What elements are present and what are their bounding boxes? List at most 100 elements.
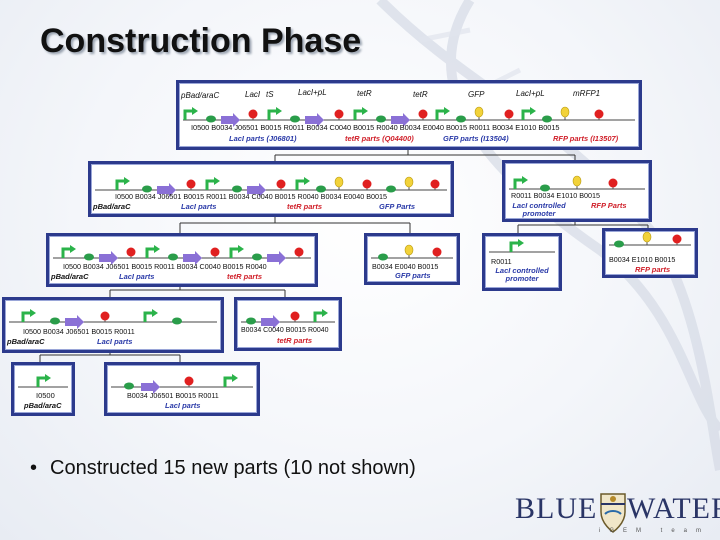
coding-sequence-icon <box>391 113 410 127</box>
row3-d-box: B0034 E1010 B0015 RFP parts <box>602 228 698 278</box>
top-header-4: tetR <box>357 89 372 98</box>
rbs-icon <box>378 253 388 261</box>
terminator-icon <box>210 247 220 257</box>
bluewater-logo: BLUE WATER iGEM team <box>515 490 720 538</box>
promoter-icon <box>36 376 46 387</box>
promoter-arrow-icon <box>518 239 524 247</box>
logo-subtitle: iGEM team <box>599 528 711 534</box>
reporter-bulb-icon <box>642 231 652 243</box>
promoter-arrow-icon <box>192 107 198 115</box>
rbs-icon <box>252 253 262 261</box>
reporter-bulb-icon <box>560 106 570 118</box>
promoter-arrow-icon <box>304 177 310 185</box>
terminator-icon <box>248 109 258 119</box>
rbs-icon <box>232 185 242 193</box>
row4-b-label-tetR: tetR parts <box>277 336 313 345</box>
promoter-icon <box>313 311 323 322</box>
coding-sequence-icon <box>221 113 240 127</box>
promoter-arrow-icon <box>362 107 368 115</box>
row3-b-glyphs <box>371 244 453 261</box>
promoter-icon <box>205 179 215 190</box>
promoter-arrow-icon <box>45 374 51 382</box>
rbs-icon <box>290 115 300 123</box>
rbs-icon <box>614 240 624 248</box>
row4-b-parts: B0034 C0040 B0015 R0040 <box>241 327 329 334</box>
promoter-icon <box>267 109 277 120</box>
rbs-icon <box>124 382 134 390</box>
promoter-icon <box>513 178 523 189</box>
row4-a-label-pbad: pBad/araC <box>7 337 45 346</box>
coding-sequence-icon <box>65 315 84 329</box>
terminator-icon <box>504 109 514 119</box>
row3-d-label-rfp: RFP parts <box>635 265 671 274</box>
coding-sequence-icon <box>305 113 324 127</box>
row3-c-parts: R0011 <box>491 257 512 266</box>
promoter-icon <box>183 109 193 120</box>
rbs-icon <box>456 115 466 123</box>
row3-d-parts: B0034 E1010 B0015 <box>609 255 676 264</box>
terminator-icon <box>186 179 196 189</box>
row4-a-glyphs <box>9 309 217 329</box>
row4-b-glyphs <box>241 309 335 329</box>
terminator-icon <box>290 311 300 321</box>
top-header-8: mRFP1 <box>573 89 601 98</box>
coding-sequence-icon <box>261 315 280 329</box>
bullet-dot: • <box>30 457 38 479</box>
promoter-arrow-icon <box>70 245 76 253</box>
row3-d-glyphs <box>609 231 691 248</box>
terminator-icon <box>334 109 344 119</box>
row3-c-box: R0011 LacI controlled promoter <box>482 233 562 291</box>
terminator-icon <box>184 376 194 386</box>
promoter-arrow-icon <box>444 107 450 115</box>
promoter-icon <box>295 179 305 190</box>
row5-a-label-pbad: pBad/araC <box>24 401 62 410</box>
promoter-arrow-icon <box>232 374 238 382</box>
coding-sequence-icon <box>247 183 266 197</box>
row3-a-label-tetR: tetR parts <box>227 272 263 281</box>
row4-a-label-lacI: LacI parts <box>97 337 133 346</box>
row3-b-label-gfp: GFP parts <box>395 271 431 280</box>
reporter-bulb-icon <box>334 176 344 188</box>
rbs-icon <box>246 317 256 325</box>
terminator-icon <box>608 178 618 188</box>
terminator-icon <box>432 247 442 257</box>
top-group-gfp: GFP parts (I13504) <box>443 134 509 143</box>
row2-left-label-gfp: GFP Parts <box>379 202 415 211</box>
row3-c-label-promoter: LacI controlled promoter <box>495 266 549 283</box>
promoter-icon <box>509 241 519 252</box>
row3-a-label-lacI: LacI parts <box>119 272 155 281</box>
reporter-bulb-icon <box>474 106 484 118</box>
row4-a-parts: I0500 B0034 J06501 B0015 R0011 <box>23 327 135 336</box>
promoter-icon <box>115 179 125 190</box>
row5-a-parts: I0500 <box>36 391 55 400</box>
top-header-3: LacI+pL <box>298 88 327 97</box>
promoter-icon <box>435 109 445 120</box>
row5-b-glyphs <box>111 374 253 394</box>
promoter-arrow-icon <box>530 107 536 115</box>
row4-a-box: I0500 B0034 J06501 B0015 R0011 pBad/araC… <box>2 297 224 353</box>
row2-left-parts: I0500 B0034 J06501 B0015 R0011 B0034 C00… <box>115 192 388 201</box>
row3-b-box: B0034 E0040 B0015 GFP parts <box>364 233 460 285</box>
terminator-icon <box>276 179 286 189</box>
promoter-icon <box>353 109 363 120</box>
reporter-bulb-icon <box>404 176 414 188</box>
row5-b-label-lacI: LacI parts <box>165 401 201 410</box>
row2-left-box: I0500 B0034 J06501 B0015 R0011 B0034 C00… <box>88 161 454 217</box>
row5-b-box: B0034 J06501 B0015 R0011 LacI parts <box>104 362 260 416</box>
reporter-bulb-icon <box>572 175 582 187</box>
rbs-icon <box>376 115 386 123</box>
rbs-icon <box>206 115 216 123</box>
rbs-icon <box>542 115 552 123</box>
summary-bullet: •Constructed 15 new parts (10 not shown) <box>30 457 416 480</box>
top-header-6: GFP <box>468 90 485 99</box>
coding-sequence-icon <box>183 251 202 265</box>
row3-b-parts: B0034 E0040 B0015 <box>372 262 439 271</box>
row2-left-glyphs <box>95 176 447 197</box>
row2-right-glyphs <box>509 175 645 192</box>
promoter-icon <box>21 311 31 322</box>
rbs-icon <box>540 184 550 192</box>
terminator-icon <box>430 179 440 189</box>
terminator-icon <box>294 247 304 257</box>
top-group-tetR: tetR parts (Q04400) <box>345 134 414 143</box>
coding-sequence-icon <box>267 251 286 265</box>
